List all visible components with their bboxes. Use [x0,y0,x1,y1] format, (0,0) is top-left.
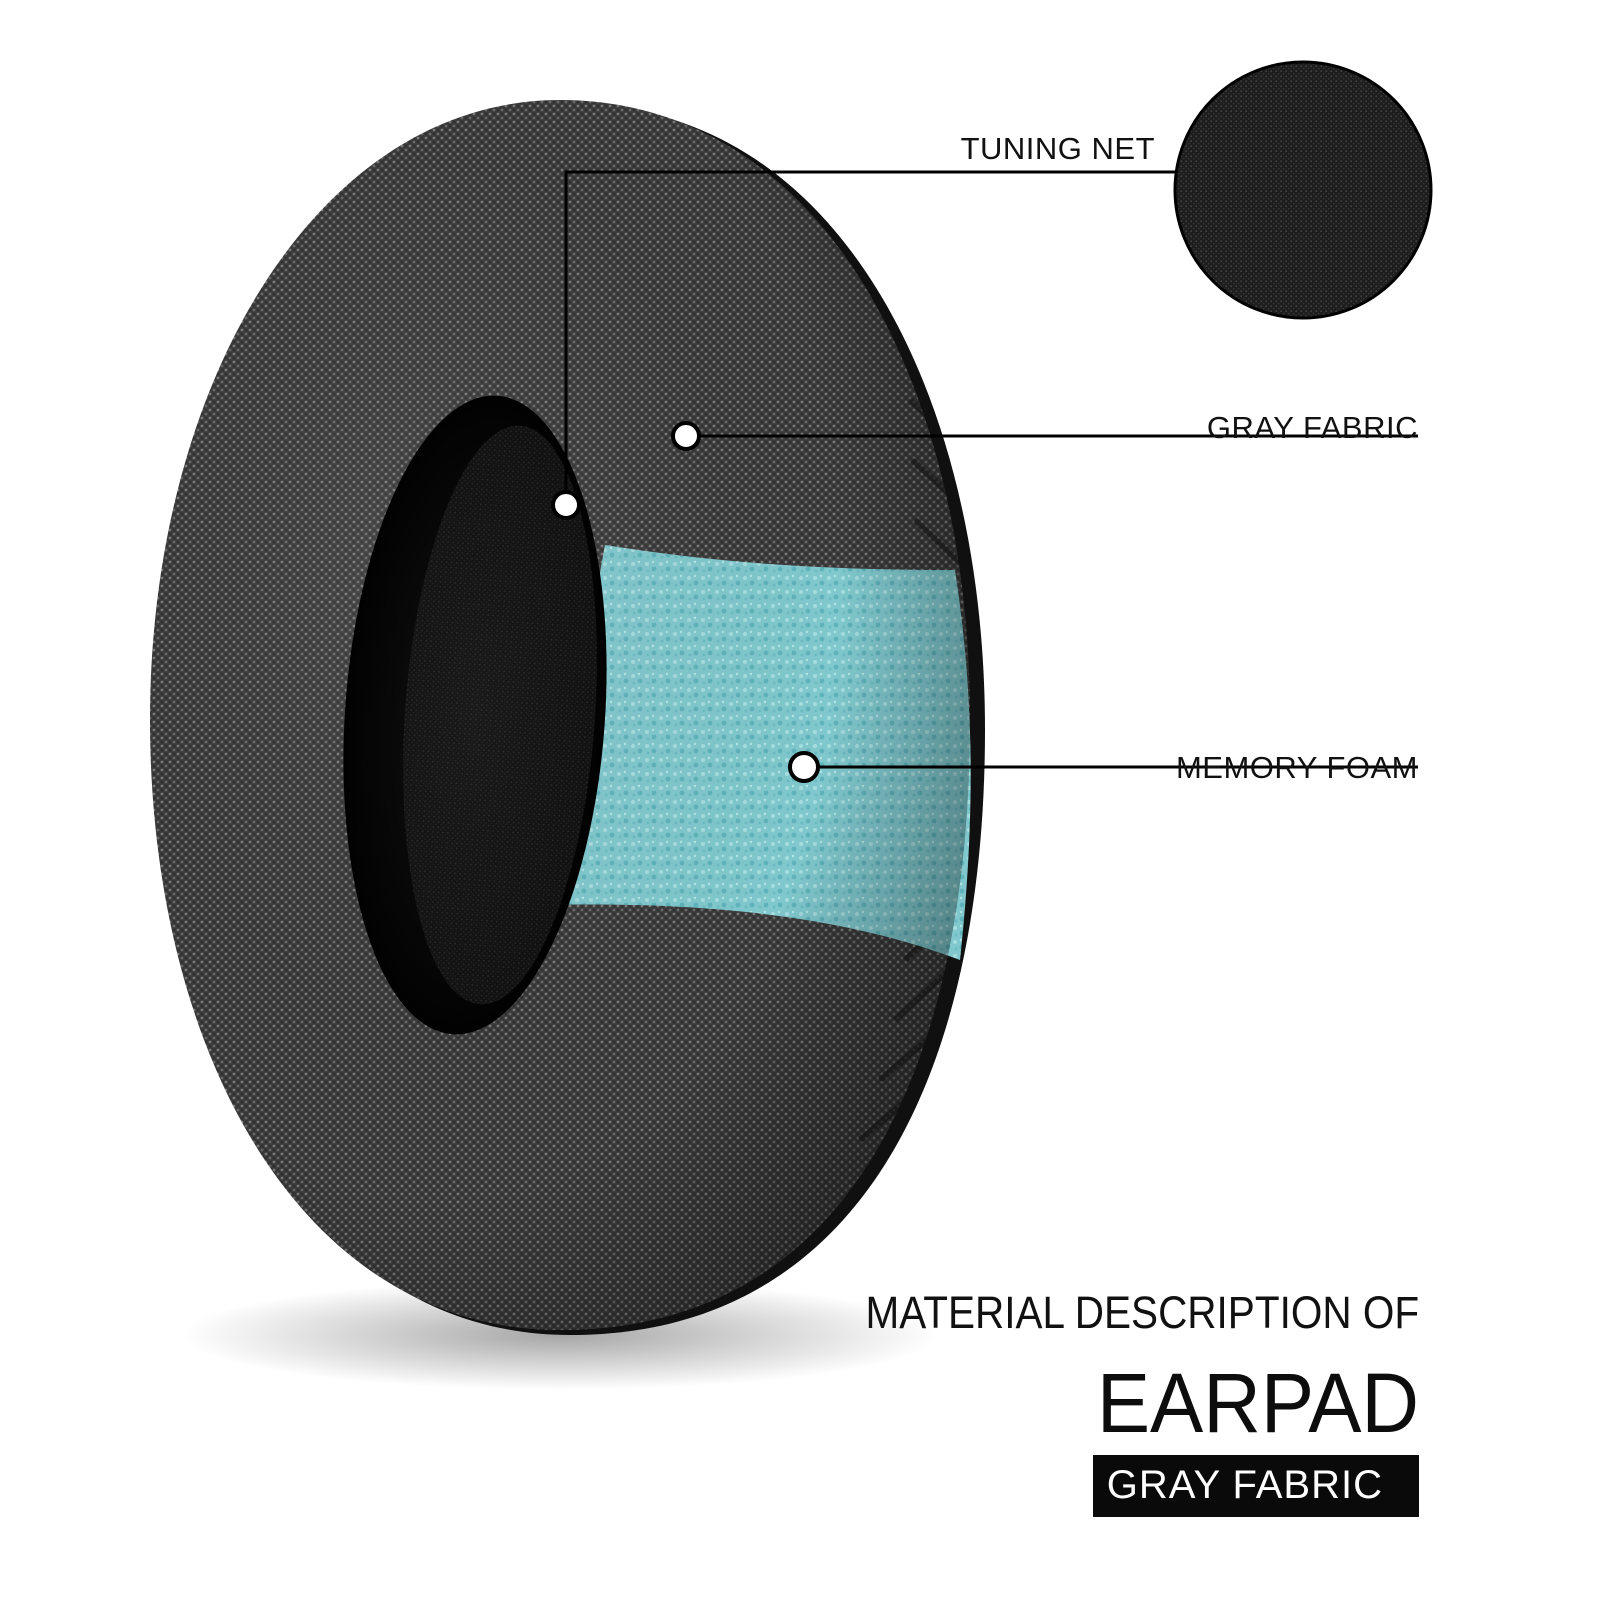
tuning-net-label: TUNING NET [960,131,1155,166]
title-heading: EARPAD [1096,1356,1419,1450]
callout-lines [564,170,1418,769]
tuning-net-callout-line [564,170,1175,505]
title-subheading: MATERIAL DESCRIPTION OF [865,1287,1419,1338]
gray-fabric-label: GRAY FABRIC [1206,410,1418,445]
earpad-shadow [180,1280,940,1390]
tuning-net-marker-dot [551,490,581,520]
tuning-net-swatch [1173,60,1433,320]
memory-foam-label: MEMORY FOAM [1175,750,1418,785]
title-block: MATERIAL DESCRIPTION OF EARPAD GRAY FABR… [804,1290,1419,1517]
material-badge: GRAY FABRIC [1092,1455,1419,1517]
gray-fabric-marker-dot [671,421,701,451]
memory-foam-marker-dot [788,751,820,783]
earpad-inner-lining [403,425,597,1005]
